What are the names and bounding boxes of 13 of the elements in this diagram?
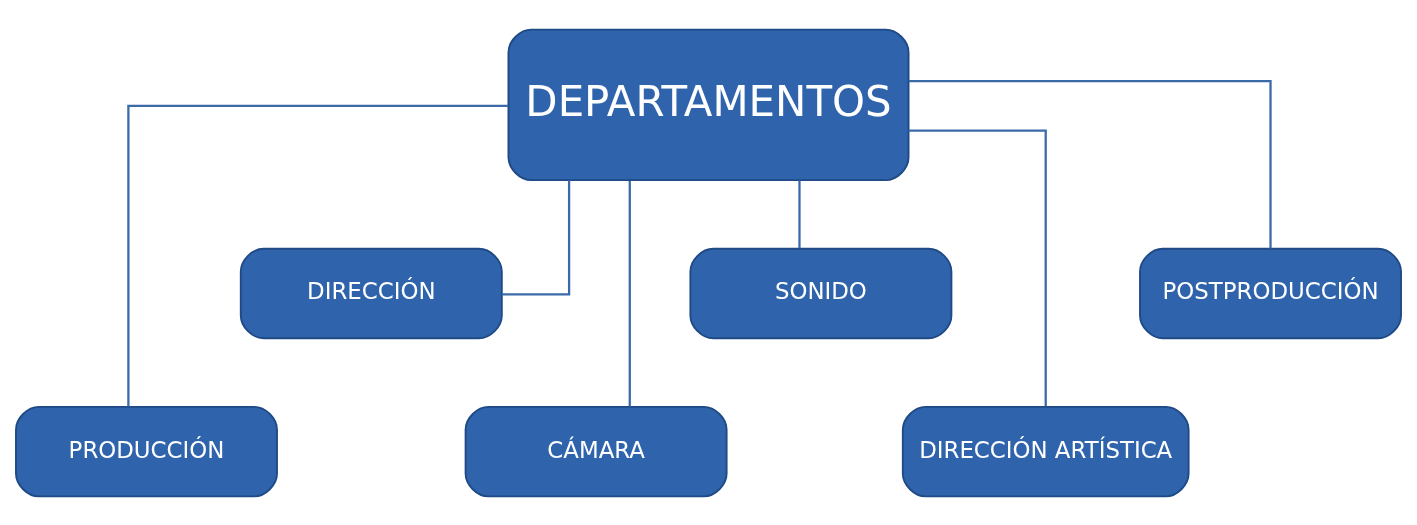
node-box: SONIDO [689, 247, 953, 339]
node-box: DIRECCIÓN [239, 247, 503, 339]
node-box: CÁMARA [464, 405, 728, 497]
node-box: DIRECCIÓN ARTÍSTICA [901, 405, 1190, 497]
connector [798, 180, 801, 248]
node-box: DEPARTAMENTOS [507, 28, 910, 181]
connector [502, 179, 571, 296]
node-box: PRODUCCIÓN [15, 405, 278, 497]
node-box: POSTPRODUCCIÓN [1139, 247, 1402, 339]
connector [909, 79, 1272, 248]
connector [127, 104, 509, 406]
connector [628, 180, 631, 406]
connector [908, 128, 1047, 406]
